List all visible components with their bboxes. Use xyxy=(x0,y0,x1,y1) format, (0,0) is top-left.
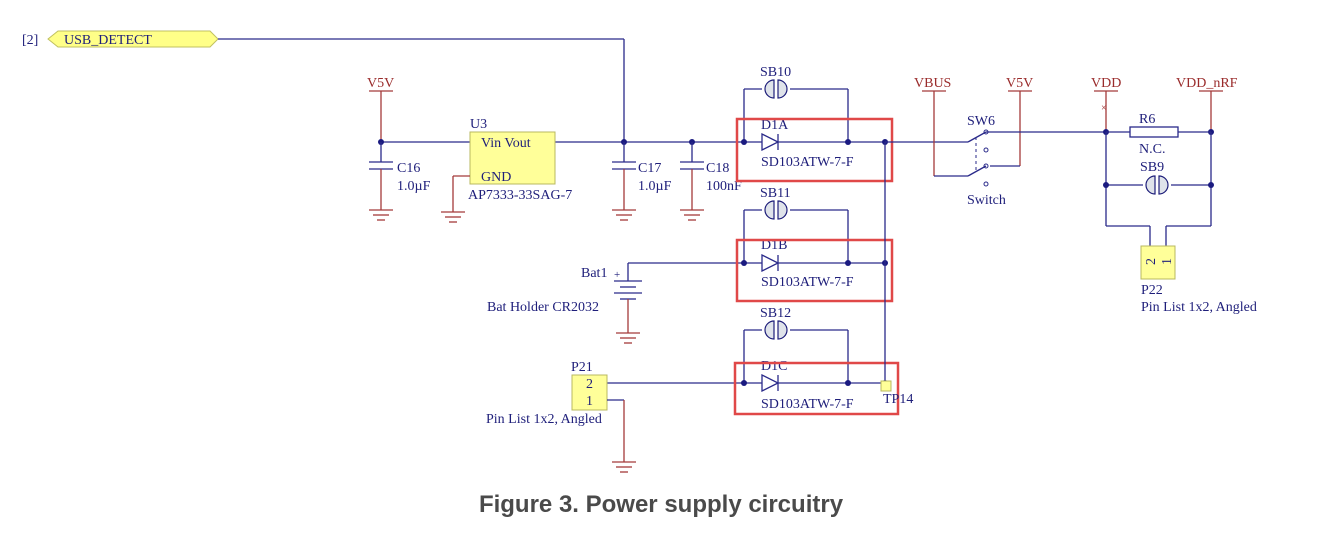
solder-bridge-sb10: SB10 xyxy=(760,65,791,99)
svg-text:×: × xyxy=(1101,103,1107,114)
d1c-ref: D1C xyxy=(761,359,787,374)
d1c-part: SD103ATW-7-F xyxy=(761,397,854,412)
c18-value: 100nF xyxy=(706,179,742,194)
vbus-label: VBUS xyxy=(914,76,951,91)
vdd-label: VDD xyxy=(1091,76,1121,91)
p22-pin2: 2 xyxy=(1144,258,1159,265)
capacitor-c18: C18 100nF xyxy=(679,142,742,221)
bat1-ref: Bat1 xyxy=(581,266,607,281)
capacitor-c17: C17 1.0µF xyxy=(611,142,672,221)
bat1-plus: + xyxy=(614,269,620,281)
c16-value: 1.0µF xyxy=(397,179,431,194)
sb12-ref: SB12 xyxy=(760,306,791,321)
usb-detect-net-flag: USB_DETECT [2] xyxy=(22,30,625,142)
battery-bat1: Bat1 + Bat Holder CR2032 xyxy=(487,263,642,344)
diode-stage-d1a: SB10 D1A SD103ATW-7-F xyxy=(735,65,894,183)
c17-value: 1.0µF xyxy=(638,179,672,194)
resistor-r6: R6 N.C. xyxy=(1106,112,1211,157)
vdd-power: VDD × xyxy=(1091,76,1121,132)
highlight-box-d1a xyxy=(735,117,894,183)
u3-pins: Vin Vout xyxy=(481,136,531,151)
v5v-right-power: V5V xyxy=(990,76,1033,167)
connector-p21: P21 2 1 Pin List 1x2, Angled xyxy=(486,360,637,473)
p21-pin2: 2 xyxy=(586,377,593,392)
r6-ref: R6 xyxy=(1139,112,1155,127)
test-point-tp14 xyxy=(880,380,892,392)
p21-part: Pin List 1x2, Angled xyxy=(486,412,602,427)
sb11-ref: SB11 xyxy=(760,186,791,201)
solder-bridge-sb12: SB12 xyxy=(760,306,791,340)
d1b-part: SD103ATW-7-F xyxy=(761,275,854,290)
sb10-ref: SB10 xyxy=(760,65,791,80)
d1a-part: SD103ATW-7-F xyxy=(761,155,854,170)
v5v-right-label: V5V xyxy=(1006,76,1033,91)
bat1-part: Bat Holder CR2032 xyxy=(487,300,599,315)
p21-pin1: 1 xyxy=(586,394,593,409)
regulator-u3: U3 Vin Vout GND AP7333-33SAG-7 xyxy=(440,117,572,223)
p21-ref: P21 xyxy=(571,360,593,375)
r6-value: N.C. xyxy=(1139,142,1165,157)
usb-detect-label: USB_DETECT xyxy=(64,33,152,48)
p22-pin1: 1 xyxy=(1160,258,1175,265)
v5v-left-power: V5V xyxy=(367,76,394,142)
u3-gnd-pin: GND xyxy=(481,170,511,185)
highlight-box-d1b xyxy=(735,238,894,303)
vdd-nrf-label: VDD_nRF xyxy=(1176,76,1238,91)
c18-ref: C18 xyxy=(706,161,729,176)
figure-caption: Figure 3. Power supply circuitry xyxy=(478,491,844,518)
p22-ref: P22 xyxy=(1141,283,1163,298)
sw6-type: Switch xyxy=(967,193,1006,208)
vbus-power: VBUS xyxy=(914,76,968,177)
c16-ref: C16 xyxy=(397,161,420,176)
c17-ref: C17 xyxy=(638,161,661,176)
capacitor-c16: C16 1.0µF xyxy=(368,142,431,221)
diode-stage-d1c: SB12 D1C SD103ATW-7-F xyxy=(607,306,900,416)
tp14-ref: TP14 xyxy=(883,392,913,407)
u3-part: AP7333-33SAG-7 xyxy=(468,188,572,203)
u3-ref: U3 xyxy=(470,117,487,132)
usb-detect-ref: [2] xyxy=(22,33,38,48)
switch-sw6: SW6 Switch xyxy=(967,114,1106,208)
diode-stage-d1b: SB11 D1B SD103ATW-7-F xyxy=(628,186,894,303)
d1a-ref: D1A xyxy=(761,118,789,133)
connector-p22: 2 1 P22 Pin List 1x2, Angled xyxy=(1140,245,1257,315)
solder-bridge-sb11: SB11 xyxy=(760,186,791,220)
power-supply-schematic: USB_DETECT [2] V5V C16 1.0µF U3 Vin Vout… xyxy=(22,30,1257,473)
sw6-ref: SW6 xyxy=(967,114,995,129)
highlight-box-d1c xyxy=(733,361,900,416)
solder-bridge-sb9: SB9 xyxy=(1103,132,1214,246)
vdd-nrf-power: VDD_nRF xyxy=(1176,76,1238,132)
p22-part: Pin List 1x2, Angled xyxy=(1141,300,1257,315)
v5v-left-label: V5V xyxy=(367,76,394,91)
sb9-ref: SB9 xyxy=(1140,160,1164,175)
d1b-ref: D1B xyxy=(761,238,787,253)
